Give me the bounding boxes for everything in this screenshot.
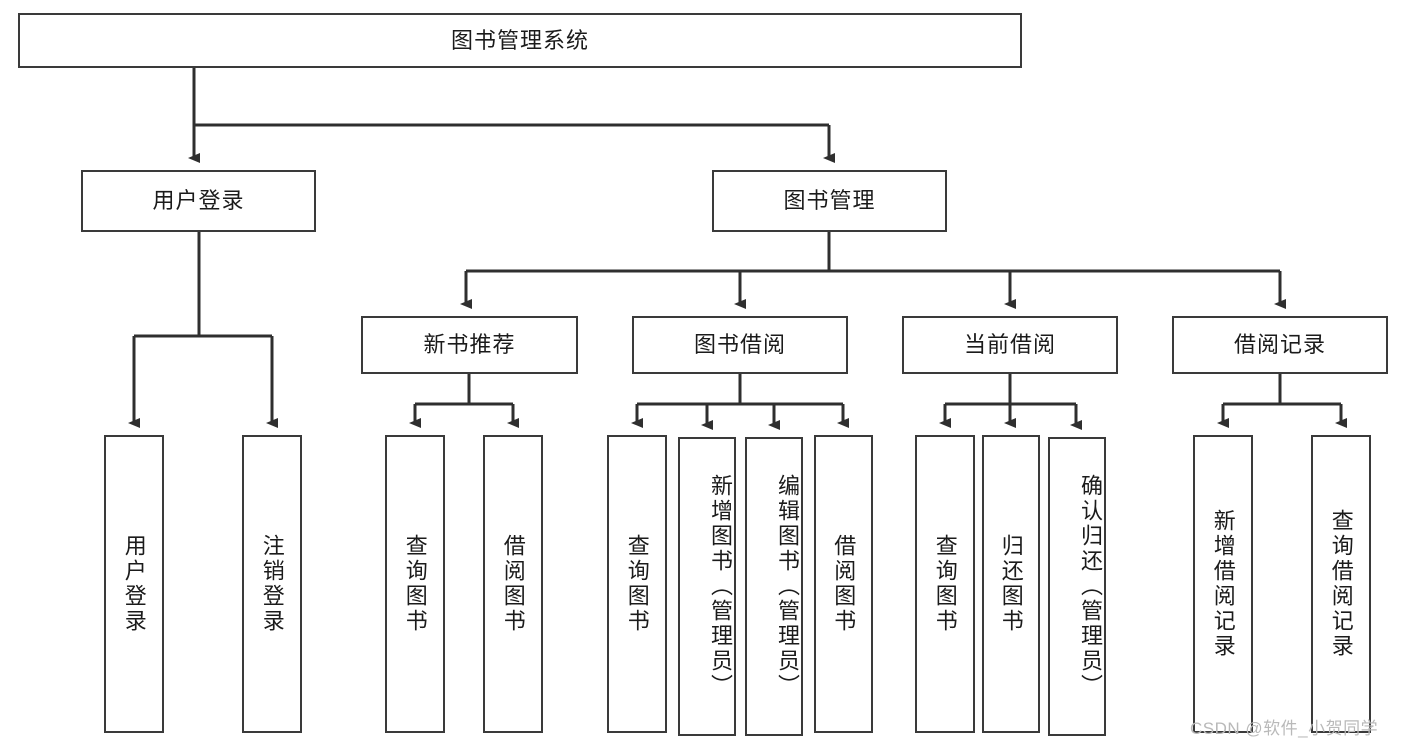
leaf-user-login-login[interactable]: 用户登录 [104, 435, 164, 733]
leaf-user-login-logout[interactable]: 注销登录 [242, 435, 302, 733]
csdn-watermark: CSDN @软件_小贺同学 [1190, 719, 1379, 738]
node-current-borrow[interactable]: 当前借阅 [902, 316, 1118, 374]
node-new-book-recommend[interactable]: 新书推荐 [361, 316, 578, 374]
leaf-current-borrow-query-book[interactable]: 查询图书 [915, 435, 975, 733]
leaf-borrow-record-add-record[interactable]: 新增借阅记录 [1193, 435, 1253, 733]
leaf-book-borrow-borrow-book[interactable]: 借阅图书 [814, 435, 873, 733]
node-root-book-management-system[interactable]: 图书管理系统 [18, 13, 1022, 68]
leaf-book-borrow-query-book[interactable]: 查询图书 [607, 435, 667, 733]
leaf-book-borrow-edit-book-admin[interactable]: 编辑图书（管理员） [745, 437, 803, 736]
leaf-borrow-record-query-record[interactable]: 查询借阅记录 [1311, 435, 1371, 733]
leaf-current-borrow-confirm-return-admin[interactable]: 确认归还（管理员） [1048, 437, 1106, 736]
node-user-login[interactable]: 用户登录 [81, 170, 316, 232]
node-borrow-record[interactable]: 借阅记录 [1172, 316, 1388, 374]
leaf-book-borrow-add-book-admin[interactable]: 新增图书（管理员） [678, 437, 736, 736]
node-book-management[interactable]: 图书管理 [712, 170, 947, 232]
leaf-new-book-borrow-book[interactable]: 借阅图书 [483, 435, 543, 733]
leaf-current-borrow-return-book[interactable]: 归还图书 [982, 435, 1040, 733]
node-book-borrow[interactable]: 图书借阅 [632, 316, 848, 374]
leaf-new-book-query-book[interactable]: 查询图书 [385, 435, 445, 733]
